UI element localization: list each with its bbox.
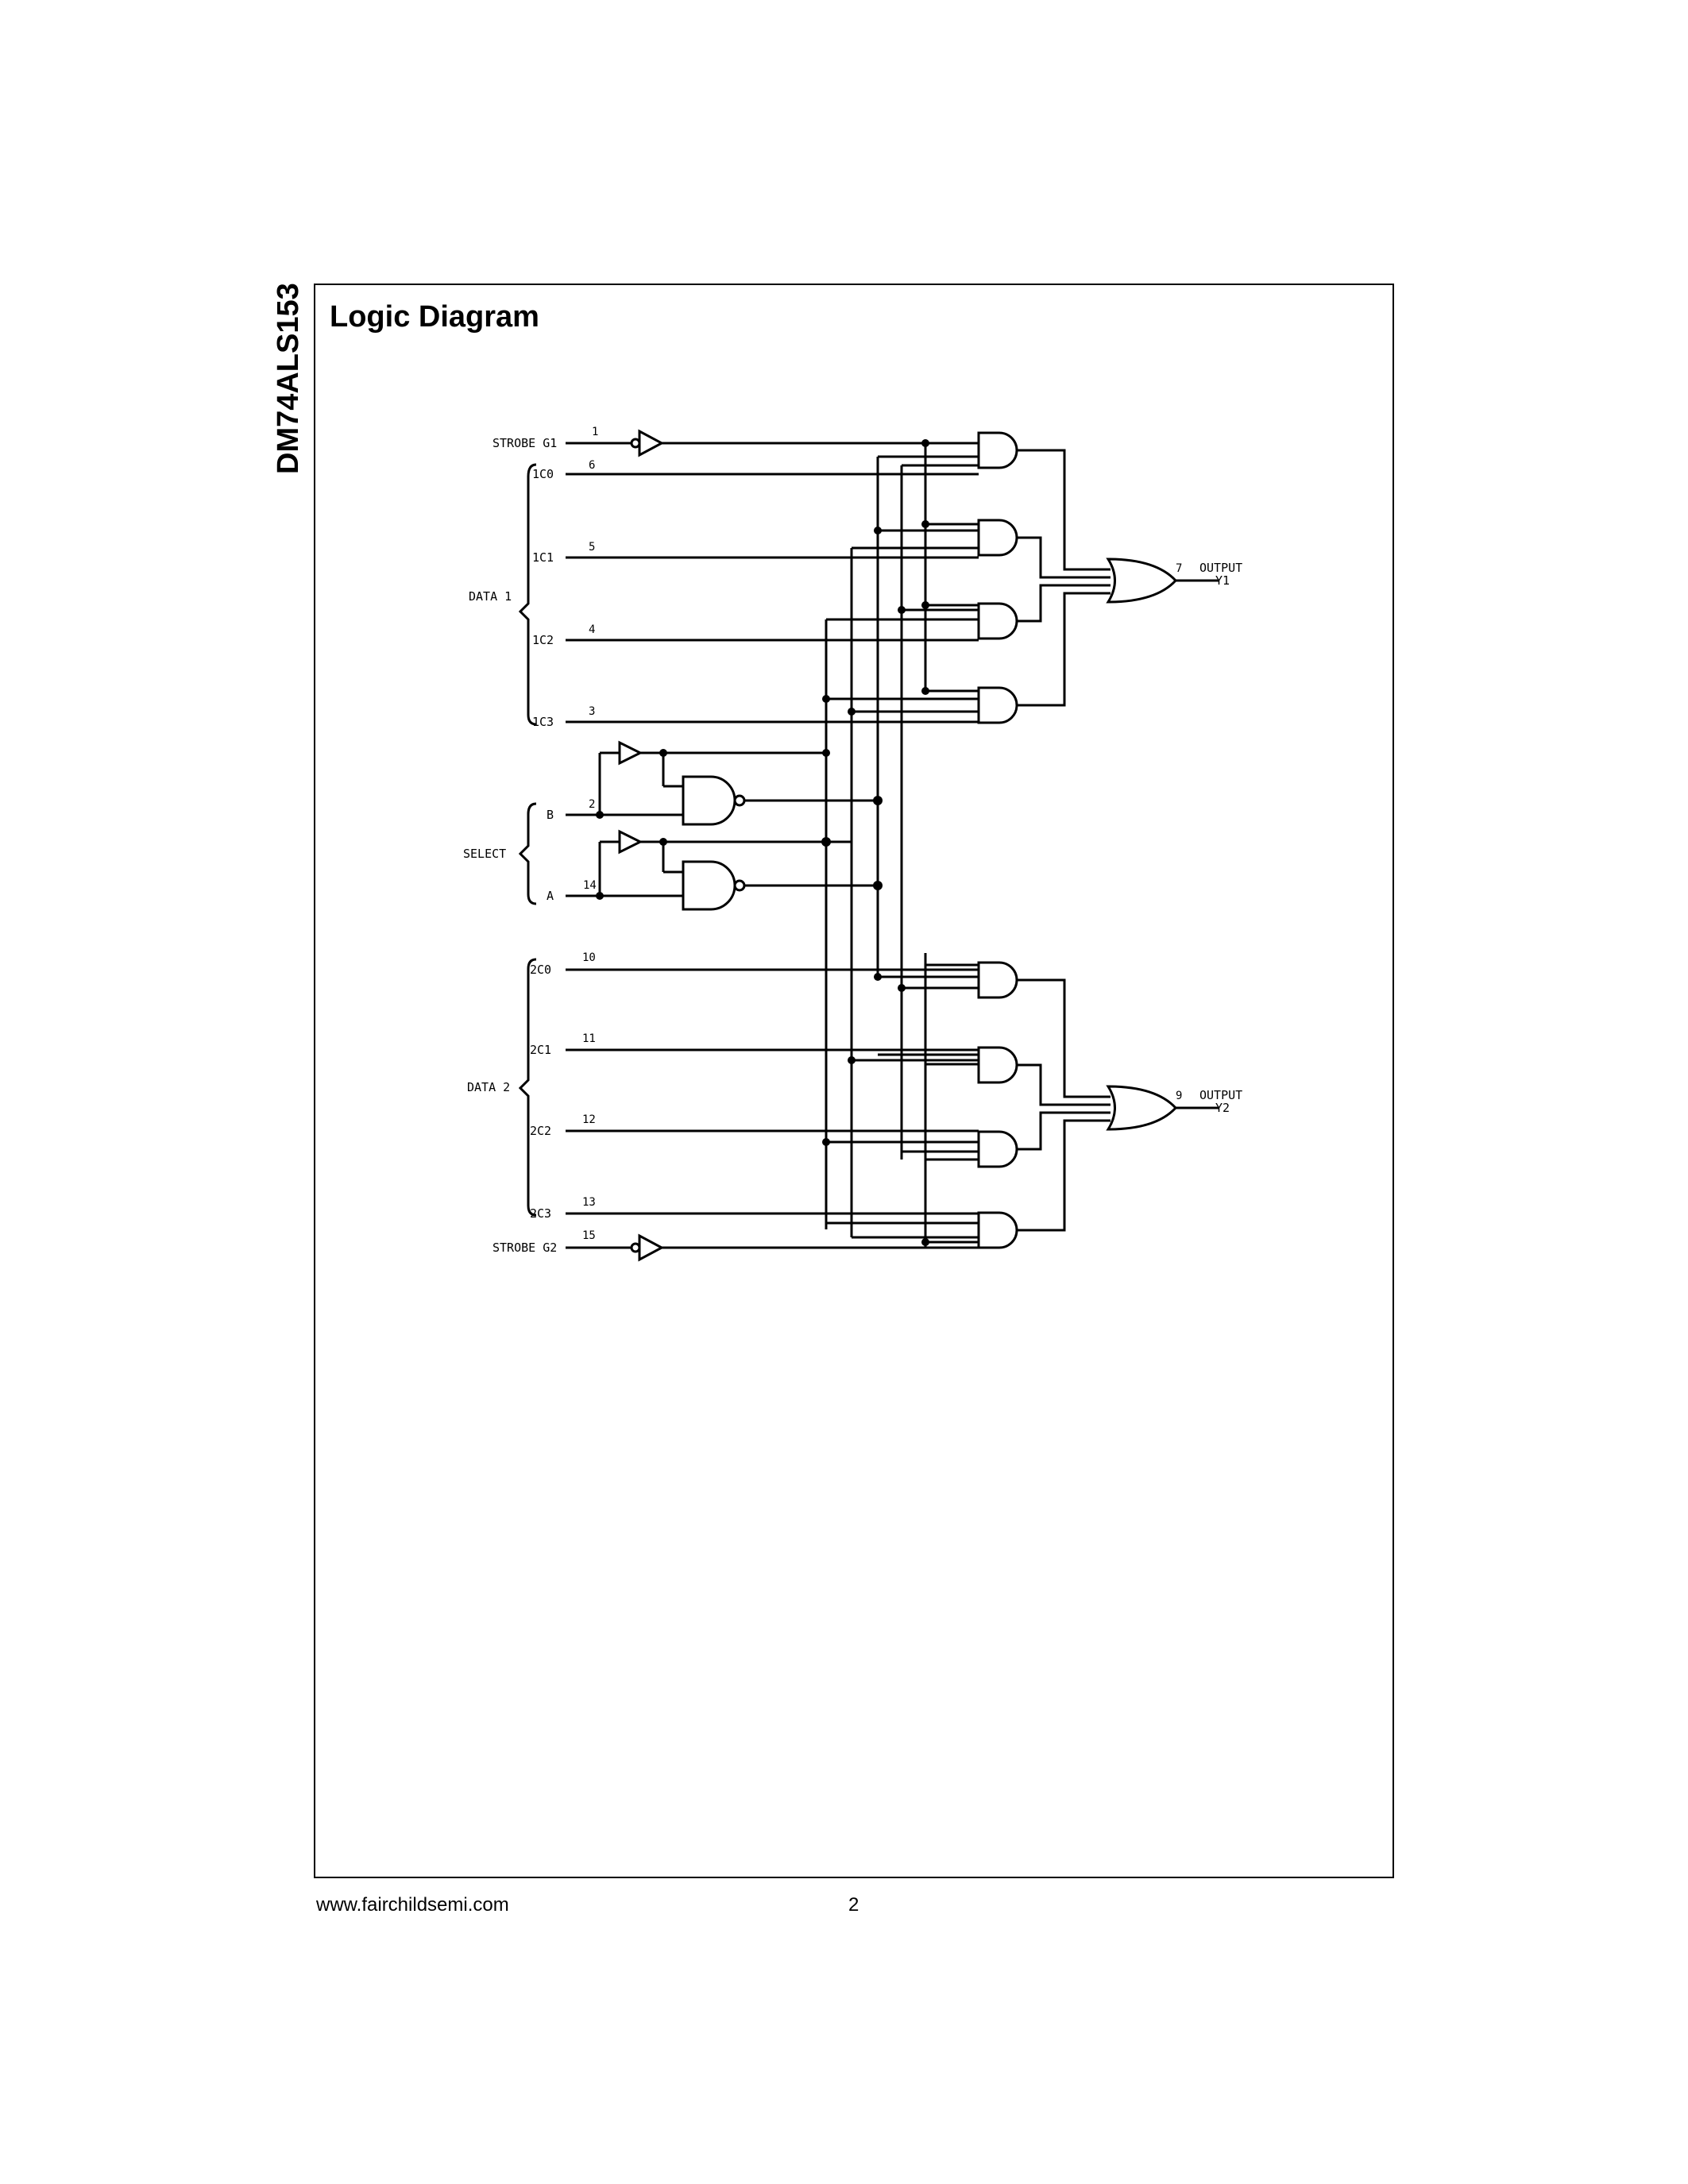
pin-b: 2 bbox=[589, 798, 595, 811]
strobe-g1-label: STROBE G1 bbox=[492, 436, 557, 450]
output-y1-label: OUTPUT bbox=[1199, 561, 1242, 575]
input-1c0-label: 1C0 bbox=[532, 467, 554, 481]
pin-2c0: 10 bbox=[582, 951, 596, 964]
footer-url: www.fairchildsemi.com bbox=[316, 1894, 509, 1916]
input-a-label: A bbox=[547, 889, 554, 903]
select-label: SELECT bbox=[463, 847, 506, 861]
input-b-label: B bbox=[547, 808, 554, 822]
strobe-g2-label: STROBE G2 bbox=[492, 1241, 557, 1255]
input-1c2-label: 1C2 bbox=[532, 633, 554, 647]
pin-g2: 15 bbox=[582, 1229, 596, 1242]
page-number: 2 bbox=[848, 1894, 859, 1916]
pin-y1: 7 bbox=[1176, 562, 1182, 575]
diagram-frame bbox=[314, 284, 1394, 1878]
pin-2c3: 13 bbox=[582, 1196, 596, 1209]
pin-1c3: 3 bbox=[589, 705, 595, 718]
input-1c1-label: 1C1 bbox=[532, 550, 554, 565]
y2-label: Y2 bbox=[1215, 1101, 1230, 1115]
data1-label: DATA 1 bbox=[469, 589, 512, 604]
y1-label: Y1 bbox=[1215, 573, 1230, 588]
pin-g1: 1 bbox=[592, 426, 598, 438]
section-heading: Logic Diagram bbox=[330, 300, 539, 334]
input-2c0-label: 2C0 bbox=[530, 963, 551, 977]
pin-a: 14 bbox=[583, 879, 597, 892]
output-y2-label: OUTPUT bbox=[1199, 1088, 1242, 1102]
pin-2c1: 11 bbox=[582, 1032, 596, 1045]
pin-1c1: 5 bbox=[589, 541, 595, 554]
pin-1c0: 6 bbox=[589, 459, 595, 472]
input-2c2-label: 2C2 bbox=[530, 1124, 551, 1138]
input-2c1-label: 2C1 bbox=[530, 1043, 551, 1057]
data2-label: DATA 2 bbox=[467, 1080, 510, 1094]
pin-y2: 9 bbox=[1176, 1090, 1182, 1102]
pin-2c2: 12 bbox=[582, 1113, 596, 1126]
input-1c3-label: 1C3 bbox=[532, 715, 554, 729]
input-2c3-label: 2C3 bbox=[530, 1206, 551, 1221]
pin-1c2: 4 bbox=[589, 623, 595, 636]
